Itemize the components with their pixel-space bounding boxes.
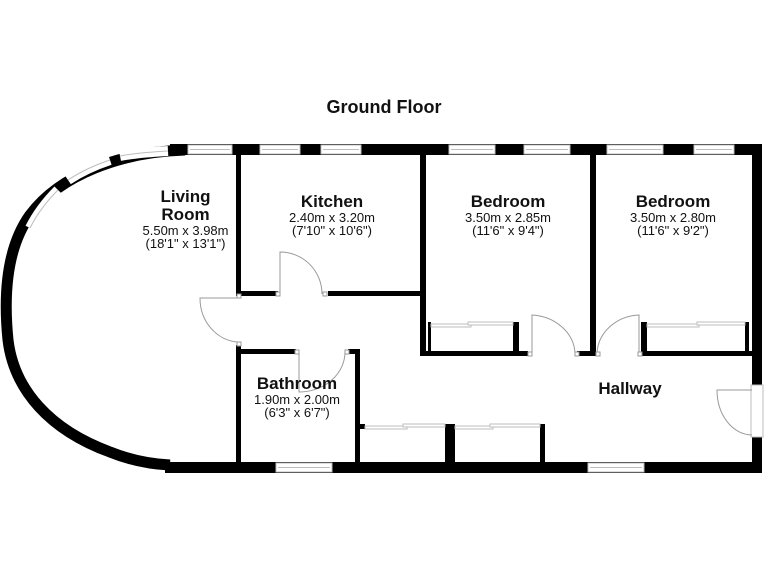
floor-title: Ground Floor (326, 97, 442, 117)
interior-walls (236, 150, 756, 467)
bedroom-2-door-swing[interactable] (596, 314, 640, 354)
bedroom-1-door-swing[interactable] (531, 314, 576, 354)
top-windows (187, 144, 735, 155)
bathroom-metric: 1.90m x 2.00m (254, 391, 340, 407)
bedroom-2-name: Bedroom (635, 192, 711, 211)
bottom-windows (275, 462, 645, 473)
sliding-doors (364, 321, 746, 430)
bedroom-1-imperial: (11'6" x 9'4") (472, 223, 544, 239)
curved-windows (25, 146, 169, 231)
bathroom-imperial: (6'3" x 6'7") (264, 405, 330, 421)
kitchen-name: Kitchen (300, 192, 364, 211)
front-door-swing[interactable] (716, 389, 753, 436)
bedroom-2-imperial: (11'6" x 9'2") (637, 223, 709, 239)
bathroom-door-swing[interactable] (298, 351, 346, 393)
bottom-wall (165, 462, 762, 473)
kitchen-imperial: (7'10" x 10'6") (292, 223, 372, 239)
bathroom-label: Bathroom 1.90m x 2.00m (6'3" x 6'7") (237, 375, 357, 420)
living-room-name-2: Room (161, 204, 210, 224)
kitchen-door-swing[interactable] (279, 251, 323, 295)
bedroom-2-label: Bedroom 3.50m x 2.80m (11'6" x 9'2") (603, 193, 743, 238)
bedroom-1-name: Bedroom (470, 192, 546, 211)
living-room-metric: 5.50m x 3.98m (142, 222, 229, 238)
bedroom-2-metric: 3.50m x 2.80m (630, 209, 716, 225)
kitchen-label: Kitchen 2.40m x 3.20m (7'10" x 10'6") (262, 193, 402, 238)
living-room-name-1: Living (160, 187, 211, 206)
bathroom-name: Bathroom (256, 374, 338, 393)
hallway-label: Hallway (580, 380, 680, 398)
bedroom-1-label: Bedroom 3.50m x 2.85m (11'6" x 9'4") (438, 193, 578, 238)
front-door-opening (750, 384, 764, 438)
bedroom-1-metric: 3.50m x 2.85m (465, 209, 551, 225)
living-room-door-swing[interactable] (199, 297, 239, 343)
living-room-imperial: (18'1" x 13'1") (145, 236, 226, 252)
hallway-name: Hallway (598, 379, 662, 398)
door-swings (199, 251, 640, 393)
living-room-label: Living Room 5.50m x 3.98m (18'1" x 13'1"… (128, 188, 243, 251)
right-wall (752, 144, 762, 473)
kitchen-metric: 2.40m x 3.20m (289, 209, 375, 225)
door-jambs (236, 291, 643, 357)
